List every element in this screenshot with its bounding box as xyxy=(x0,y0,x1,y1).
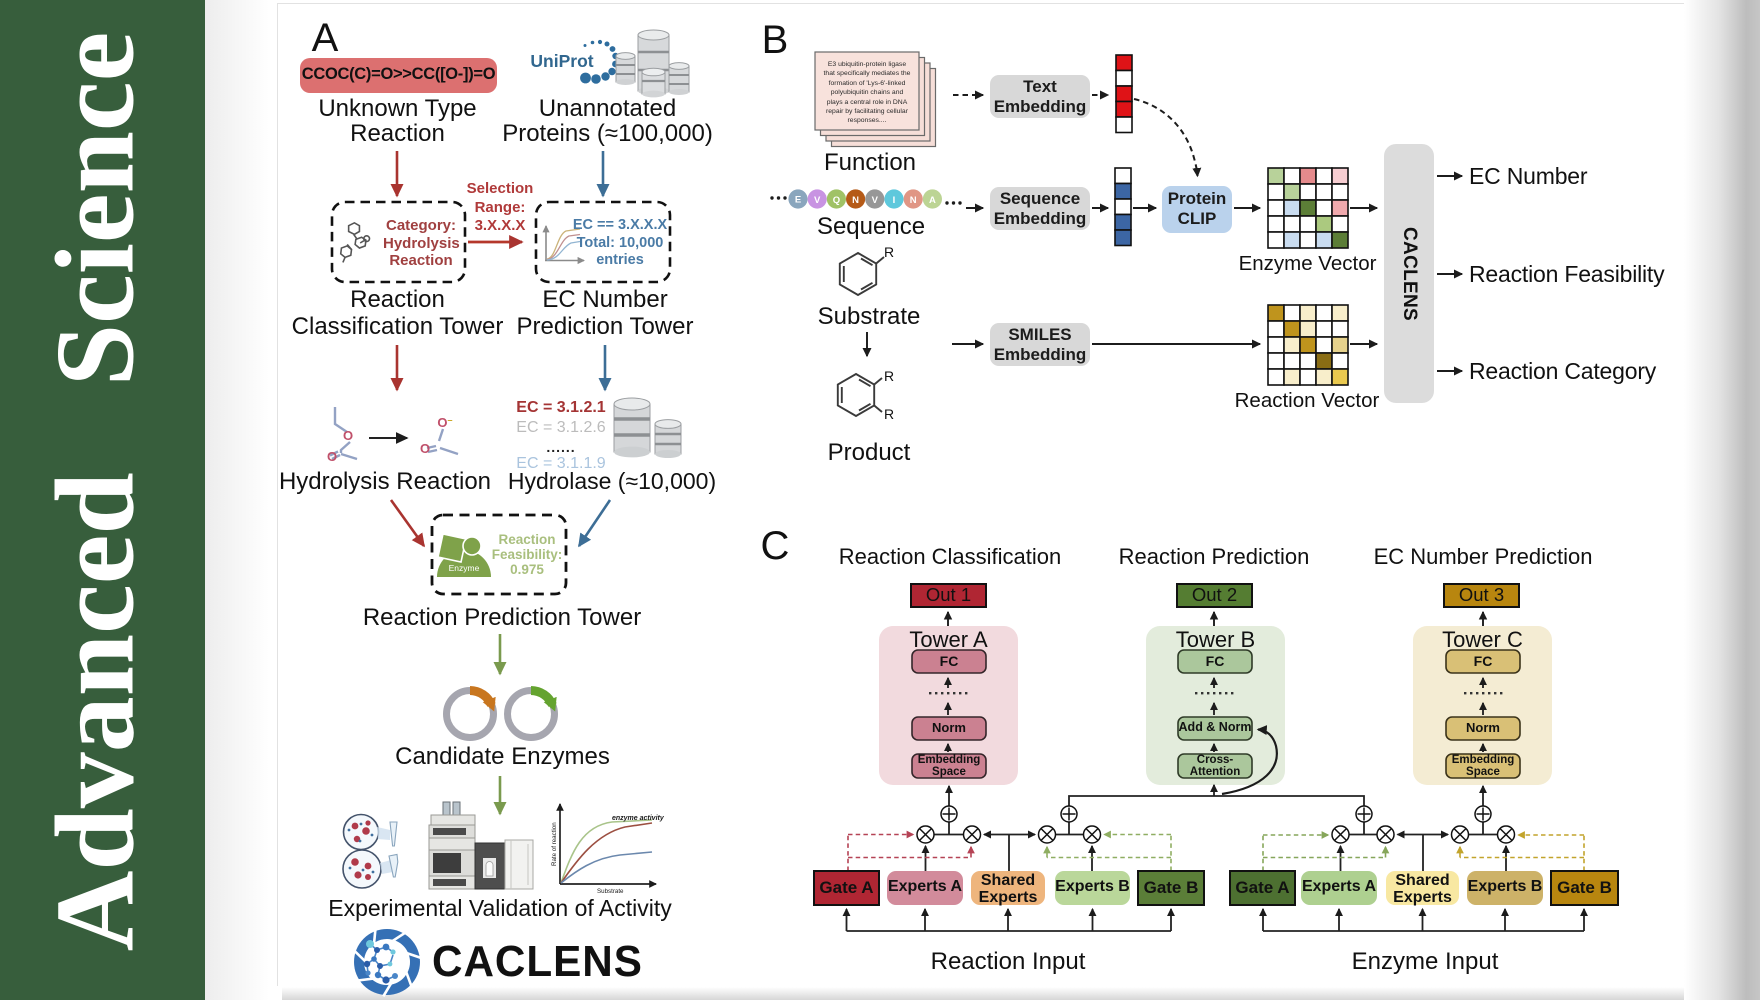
svg-text:I: I xyxy=(893,195,896,206)
svg-text:V: V xyxy=(814,195,821,206)
svg-text:V: V xyxy=(872,195,879,206)
svg-text:Rate of reaction: Rate of reaction xyxy=(551,822,558,866)
svg-text:Substrate: Substrate xyxy=(597,888,624,895)
svg-text:enzyme activity: enzyme activity xyxy=(612,815,665,822)
svg-text:Q: Q xyxy=(833,195,840,206)
svg-text:A: A xyxy=(929,195,936,206)
svg-text:N: N xyxy=(852,195,859,206)
svg-text:E: E xyxy=(795,195,801,206)
svg-text:N: N xyxy=(910,195,917,206)
